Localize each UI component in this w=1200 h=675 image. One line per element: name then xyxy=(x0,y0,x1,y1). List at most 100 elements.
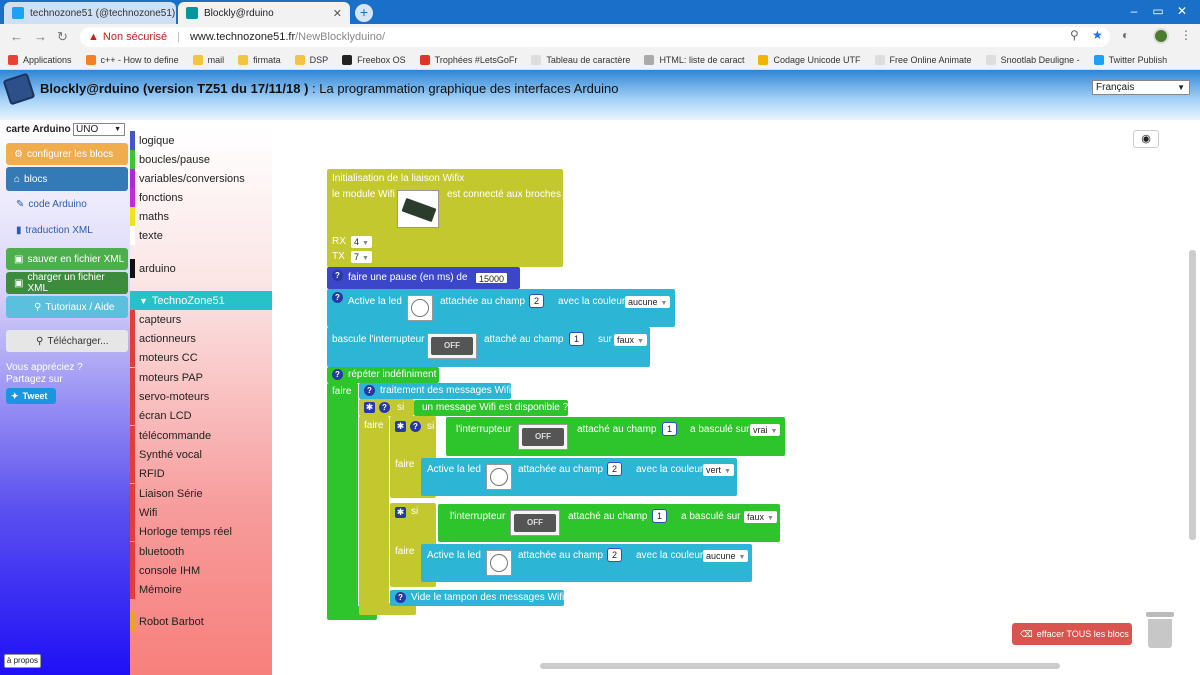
block-init-wifi[interactable]: Initialisation de la liaison Wifix le mo… xyxy=(327,169,563,267)
xml-link[interactable]: ▮traduction XML xyxy=(16,225,93,236)
category-moteurs-cc[interactable]: moteurs CC xyxy=(130,348,272,367)
bookmark-item[interactable]: mail xyxy=(192,54,224,65)
star-icon[interactable]: ★ xyxy=(1092,28,1103,42)
bookmark-item[interactable]: Tableau de caractère xyxy=(531,54,630,65)
tx-pin-dropdown[interactable]: 7▼ xyxy=(351,251,372,263)
block-wifi-available[interactable]: un message Wifi est disponible ? xyxy=(414,400,568,416)
rx-pin-dropdown[interactable]: 4▼ xyxy=(351,236,372,248)
new-tab-button[interactable]: + xyxy=(355,4,373,22)
minimize-button[interactable]: – xyxy=(1130,4,1138,18)
help-icon[interactable]: ? xyxy=(410,421,421,432)
category-logique[interactable]: logique xyxy=(130,131,272,150)
category-capteurs[interactable]: capteurs xyxy=(130,310,272,329)
bookmark-item[interactable]: firmata xyxy=(238,54,281,65)
download-button[interactable]: ⚲Télécharger... xyxy=(6,330,128,352)
reload-icon[interactable]: ↻ xyxy=(57,29,68,44)
load-xml-button[interactable]: ▣charger un fichier XML xyxy=(6,272,128,294)
bookmark-item[interactable]: Trophées #LetsGoFr xyxy=(419,54,517,65)
bookmark-item[interactable]: Twitter Publish xyxy=(1093,54,1167,65)
block-pause[interactable]: ? faire une pause (en ms) de 15000 xyxy=(327,267,520,289)
vertical-scrollbar[interactable] xyxy=(1189,250,1196,540)
clear-all-blocks-button[interactable]: ⌫effacer TOUS les blocs xyxy=(1012,623,1132,645)
category-horloge[interactable]: Horloge temps réel xyxy=(130,522,272,541)
category-moteurs-pap[interactable]: moteurs PAP xyxy=(130,368,272,387)
category-serie[interactable]: Liaison Série xyxy=(130,484,272,503)
bookmark-item[interactable]: Free Online Animate xyxy=(874,54,972,65)
block-repeat-forever[interactable]: ? répéter indéfiniment xyxy=(327,367,439,383)
category-synthe[interactable]: Synthé vocal xyxy=(130,445,272,464)
block-toggle-switch[interactable]: bascule l'interrupteur OFF attaché au ch… xyxy=(327,327,650,367)
board-select[interactable]: UNO▼ xyxy=(73,123,125,136)
back-arrow-icon[interactable]: ← xyxy=(10,29,23,44)
zoom-icon[interactable]: ⚲ xyxy=(1070,28,1079,42)
category-arduino[interactable]: arduino xyxy=(130,259,272,278)
block-activate-led[interactable]: ? Active la led attachée au champ 2 avec… xyxy=(327,289,675,327)
block-switch-toggled-false[interactable]: l'interrupteur OFF attaché au champ 1 a … xyxy=(438,504,780,542)
help-icon[interactable]: ? xyxy=(395,592,406,603)
category-servo[interactable]: servo-moteurs xyxy=(130,387,272,406)
gear-icon[interactable]: ✱ xyxy=(364,402,375,413)
block-flush-wifi[interactable]: ? Vide le tampon des messages Wifi xyxy=(390,590,564,606)
tab-twitter[interactable]: technozone51 (@technozone51) ✕ xyxy=(4,2,188,24)
address-bar[interactable]: ▲ Non sécurisé | www.technozone51.fr/New… xyxy=(80,27,1110,47)
block-activate-led[interactable]: Active la led attachée au champ 2 avec l… xyxy=(421,544,752,582)
category-variables[interactable]: variables/conversions xyxy=(130,169,272,188)
bookmark-item[interactable]: Freebox OS xyxy=(342,54,406,65)
bookmark-item[interactable]: Applications xyxy=(8,54,72,65)
switch-state-dropdown[interactable]: faux▼ xyxy=(744,511,777,523)
help-icon[interactable]: ? xyxy=(332,270,343,281)
color-dropdown[interactable]: aucune▼ xyxy=(625,296,671,308)
help-icon[interactable]: ? xyxy=(379,402,390,413)
field-number[interactable]: 2 xyxy=(529,294,545,308)
trash-icon[interactable] xyxy=(1146,612,1174,648)
close-icon[interactable]: ✕ xyxy=(332,7,342,20)
category-robot[interactable]: Robot Barbot xyxy=(130,612,272,631)
pause-value-input[interactable]: 15000 xyxy=(475,272,509,284)
language-select[interactable]: Français▼ xyxy=(1092,80,1190,95)
block-process-wifi[interactable]: ? traitement des messages Wifi xyxy=(359,383,511,399)
about-button[interactable]: à propos xyxy=(4,654,41,668)
color-dropdown[interactable]: vert▼ xyxy=(703,464,734,476)
tutorials-button[interactable]: ⚲Tutoriaux / Aide xyxy=(6,296,128,318)
field-number[interactable]: 1 xyxy=(569,332,585,346)
category-texte[interactable]: texte xyxy=(130,226,272,245)
forward-arrow-icon[interactable]: → xyxy=(34,29,47,44)
category-telecommande[interactable]: télécommande xyxy=(130,426,272,445)
category-bluetooth[interactable]: bluetooth xyxy=(130,542,272,561)
field-number[interactable]: 1 xyxy=(662,422,678,436)
category-ihm[interactable]: console IHM xyxy=(130,561,272,580)
category-memoire[interactable]: Mémoire xyxy=(130,580,272,599)
profile-avatar[interactable] xyxy=(1153,28,1169,44)
block-activate-led[interactable]: Active la led attachée au champ 2 avec l… xyxy=(421,458,737,496)
gear-icon[interactable]: ✱ xyxy=(395,421,406,432)
category-technozone51[interactable]: ▼TechnoZone51 xyxy=(130,291,272,310)
horizontal-scrollbar[interactable] xyxy=(540,663,1060,669)
category-maths[interactable]: maths xyxy=(130,207,272,226)
bookmark-item[interactable]: Snootlab Deuligne - xyxy=(985,54,1080,65)
menu-icon[interactable]: ⋮ xyxy=(1180,28,1192,42)
help-icon[interactable]: ? xyxy=(364,385,375,396)
help-icon[interactable]: ? xyxy=(332,369,343,380)
field-number[interactable]: 2 xyxy=(607,462,623,476)
category-fonctions[interactable]: fonctions xyxy=(130,188,272,207)
help-icon[interactable]: ? xyxy=(332,292,343,303)
maximize-button[interactable]: ▭ xyxy=(1152,4,1164,18)
bookmark-item[interactable]: DSP xyxy=(294,54,328,65)
tweet-button[interactable]: ✦Tweet xyxy=(6,388,56,404)
category-rfid[interactable]: RFID xyxy=(130,464,272,483)
bookmark-item[interactable]: HTML: liste de caract xyxy=(644,54,744,65)
bookmark-item[interactable]: Codage Unicode UTF xyxy=(758,54,861,65)
field-number[interactable]: 2 xyxy=(607,548,623,562)
tab-blocklyduino[interactable]: Blockly@rduino ✕ xyxy=(178,2,350,24)
switch-state-dropdown[interactable]: vrai▼ xyxy=(750,424,781,436)
save-xml-button[interactable]: ▣sauver en fichier XML xyxy=(6,248,128,270)
window-close-button[interactable]: ✕ xyxy=(1176,4,1188,18)
block-if-wifi[interactable]: ✱ ? si xyxy=(359,399,414,416)
configure-blocks-button[interactable]: ⚙configurer les blocs xyxy=(6,143,128,165)
arduino-code-link[interactable]: ✎code Arduino xyxy=(16,199,87,210)
category-lcd[interactable]: écran LCD xyxy=(130,406,272,425)
field-number[interactable]: 1 xyxy=(652,509,668,523)
switch-state-dropdown[interactable]: faux▼ xyxy=(614,334,647,346)
bookmark-item[interactable]: c++ - How to define xyxy=(85,54,179,65)
category-wifi[interactable]: Wifi xyxy=(130,503,272,522)
